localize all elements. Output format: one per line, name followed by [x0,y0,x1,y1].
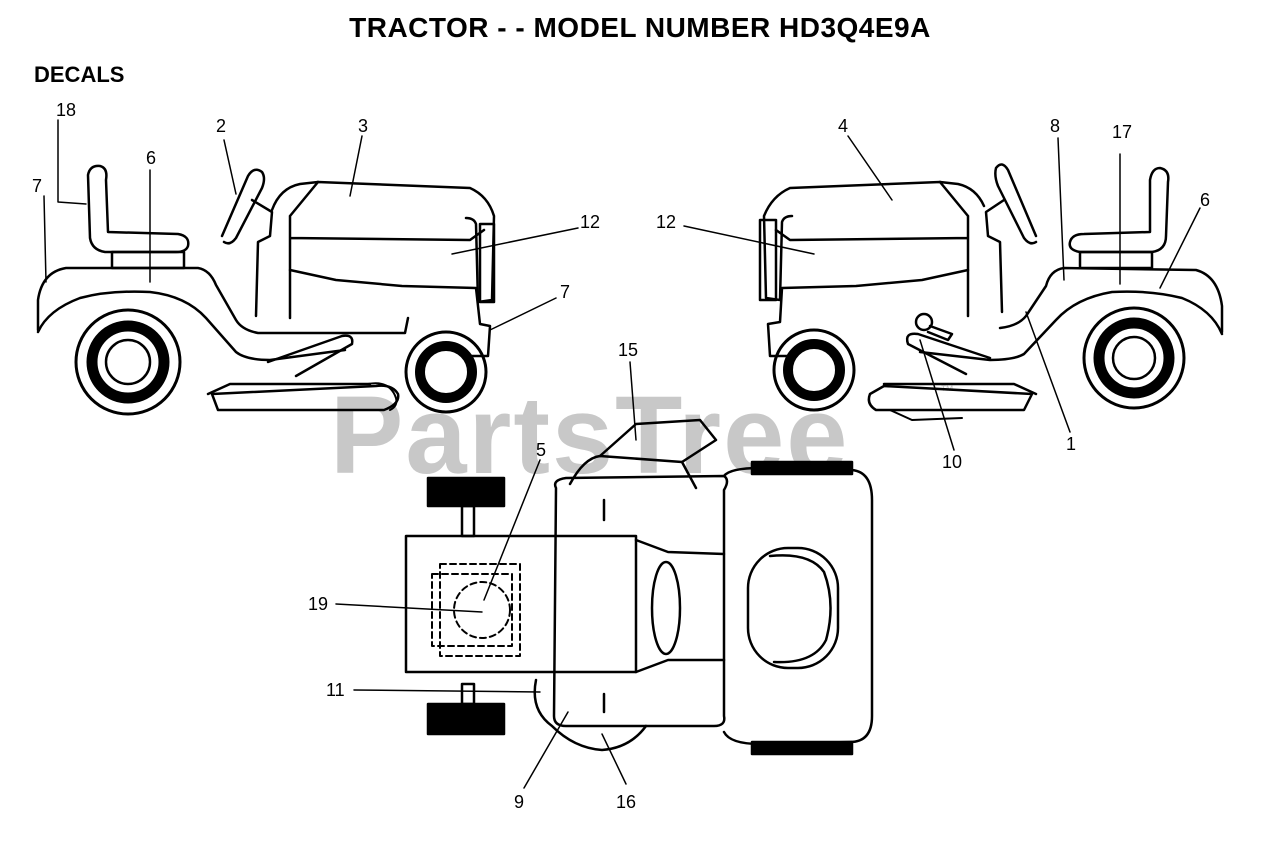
steering-column [984,198,1006,314]
callout-17: 17 [1112,122,1132,142]
callout-5: 5 [536,440,546,460]
seat-base [110,250,186,270]
front-wheel [772,328,856,412]
seat-area [552,474,729,728]
steering-wheel [994,163,1038,245]
callout-9: 9 [514,792,524,812]
discharge-chute [598,418,718,464]
rear-tire [1093,317,1175,399]
callout-numbers: 18 7 6 2 3 12 7 4 12 8 17 6 10 1 15 5 19… [32,100,1210,812]
grille [478,222,496,304]
footrest [266,334,354,378]
tractor-top-view [404,418,874,756]
callout-19: 19 [308,594,328,614]
fender-inner [36,290,347,362]
rear-body [404,534,638,674]
callout-12: 12 [580,212,600,232]
callout-18: 18 [56,100,76,120]
mower-deck [210,384,400,412]
callout-6: 6 [146,148,156,168]
rear-tire [86,320,170,404]
decal-area [439,563,521,657]
seat-base [1078,250,1154,270]
callout-2: 2 [216,116,226,136]
deck-top [882,382,1038,396]
seat [1068,166,1170,254]
diagram-title: TRACTOR - - MODEL NUMBER HD3Q4E9A [349,12,931,43]
steering-column [250,198,274,318]
rear-hub [1111,335,1157,381]
side-chute-lower [533,678,648,752]
callout-10: 10 [942,452,962,472]
front-tire-bottom [750,740,854,756]
callout-8: 8 [1050,116,1060,136]
deck-top [206,382,372,396]
deck-chute [367,382,398,411]
steering-wheel [220,168,266,245]
axle-bottom [460,682,476,706]
hood-lower [288,268,492,358]
hood-vent-inner [768,554,832,664]
front-tire [783,339,845,401]
lever [926,324,954,342]
section-label: DECALS [34,62,125,87]
leader-lines [43,119,1201,789]
front-tire-top [750,460,854,476]
callout-7: 7 [560,282,570,302]
rear-wheel [1082,306,1186,410]
callout-3: 3 [358,116,368,136]
lever-knob [914,312,934,332]
rear-tire-bottom [426,702,506,736]
grille [758,218,778,302]
fender-inner [918,290,1224,362]
deck-chute [889,409,963,421]
callout-11: 11 [326,680,345,700]
seat [86,164,190,254]
callout-4: 4 [838,116,848,136]
callout-1: 1 [1066,434,1076,454]
side-chute [568,454,698,490]
tractor-right-side-view [758,163,1224,421]
rear-fender [998,266,1224,334]
rear-tire-top [426,476,506,508]
tractor-left-side-view [36,164,496,416]
hood-vent [746,546,840,670]
callout-16: 16 [616,792,636,812]
mower-deck [867,384,1034,412]
hood [270,180,496,304]
axle-top [460,504,476,538]
dash [634,538,726,674]
callout-6: 6 [1200,190,1210,210]
hood-lower [766,268,970,358]
hood [762,180,986,302]
callout-7: 7 [32,176,42,196]
decal-area-shadow [431,573,513,647]
rear-wheel [74,308,182,416]
fuel-cap [453,581,511,639]
front-wheel [404,330,488,414]
callout-12: 12 [656,212,676,232]
hood-side [288,180,486,320]
hood-top [722,466,874,746]
callout-15: 15 [618,340,638,360]
front-tire [415,341,477,403]
steering-hub [650,560,682,656]
rear-hub [104,338,152,386]
footrest [905,332,992,376]
hood-side [774,180,970,318]
